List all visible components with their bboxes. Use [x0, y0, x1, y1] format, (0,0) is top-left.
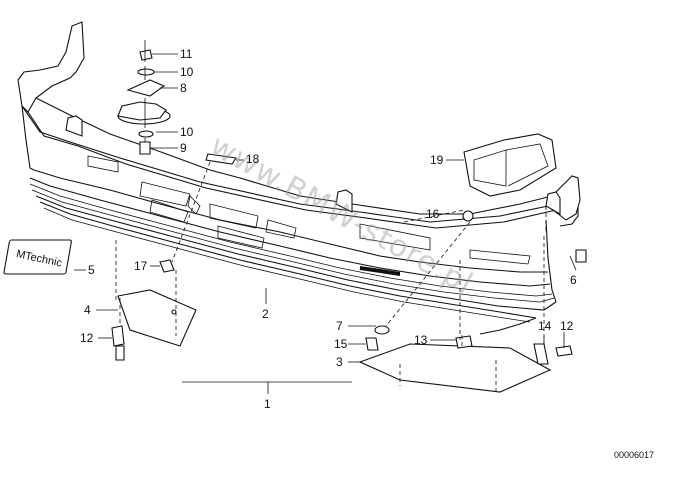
callout-9: 9 — [180, 141, 187, 155]
callout-2: 2 — [262, 307, 269, 321]
image-code: 00006017 — [614, 450, 654, 460]
callout-12-right: 12 — [560, 319, 574, 333]
bolt-15 — [365, 325, 390, 351]
callout-15: 15 — [334, 337, 348, 351]
screw-12-right — [555, 345, 573, 357]
callout-8: 8 — [180, 81, 187, 95]
callout-4: 4 — [84, 303, 91, 317]
callout-14: 14 — [538, 319, 552, 333]
construction-lines — [115, 161, 547, 392]
callout-labels: 11 10 8 10 9 18 19 16 5 17 6 2 4 7 12 15… — [80, 47, 577, 411]
bracket-14-part — [533, 343, 549, 365]
callout-16: 16 — [426, 207, 440, 221]
cover-plate-right — [358, 343, 552, 393]
bolt-12-left — [111, 325, 125, 361]
fastener-stack — [117, 40, 171, 155]
callout-7: 7 — [336, 319, 343, 333]
mounting-tabs — [65, 115, 587, 263]
emblem-part: MTechnic — [3, 239, 72, 275]
grille-openings — [87, 155, 531, 276]
callout-5: 5 — [88, 263, 95, 277]
callout-10-lower: 10 — [180, 125, 194, 139]
callout-3: 3 — [336, 355, 343, 369]
air-duct-part — [463, 133, 557, 197]
nut-part — [462, 210, 474, 222]
clip-part — [205, 153, 237, 165]
callout-12-left: 12 — [80, 331, 94, 345]
clip-17-part — [159, 259, 175, 273]
callout-19: 19 — [430, 153, 444, 167]
callout-13: 13 — [414, 333, 428, 347]
leader-lines — [74, 53, 577, 394]
cover-plate-left — [117, 289, 197, 347]
callout-11: 11 — [180, 47, 193, 61]
callout-6: 6 — [570, 273, 577, 287]
callout-10-upper: 10 — [180, 65, 194, 79]
callout-17: 17 — [134, 259, 148, 273]
callout-1: 1 — [264, 397, 271, 411]
clip-13-part — [455, 335, 473, 349]
callout-18: 18 — [246, 152, 260, 166]
